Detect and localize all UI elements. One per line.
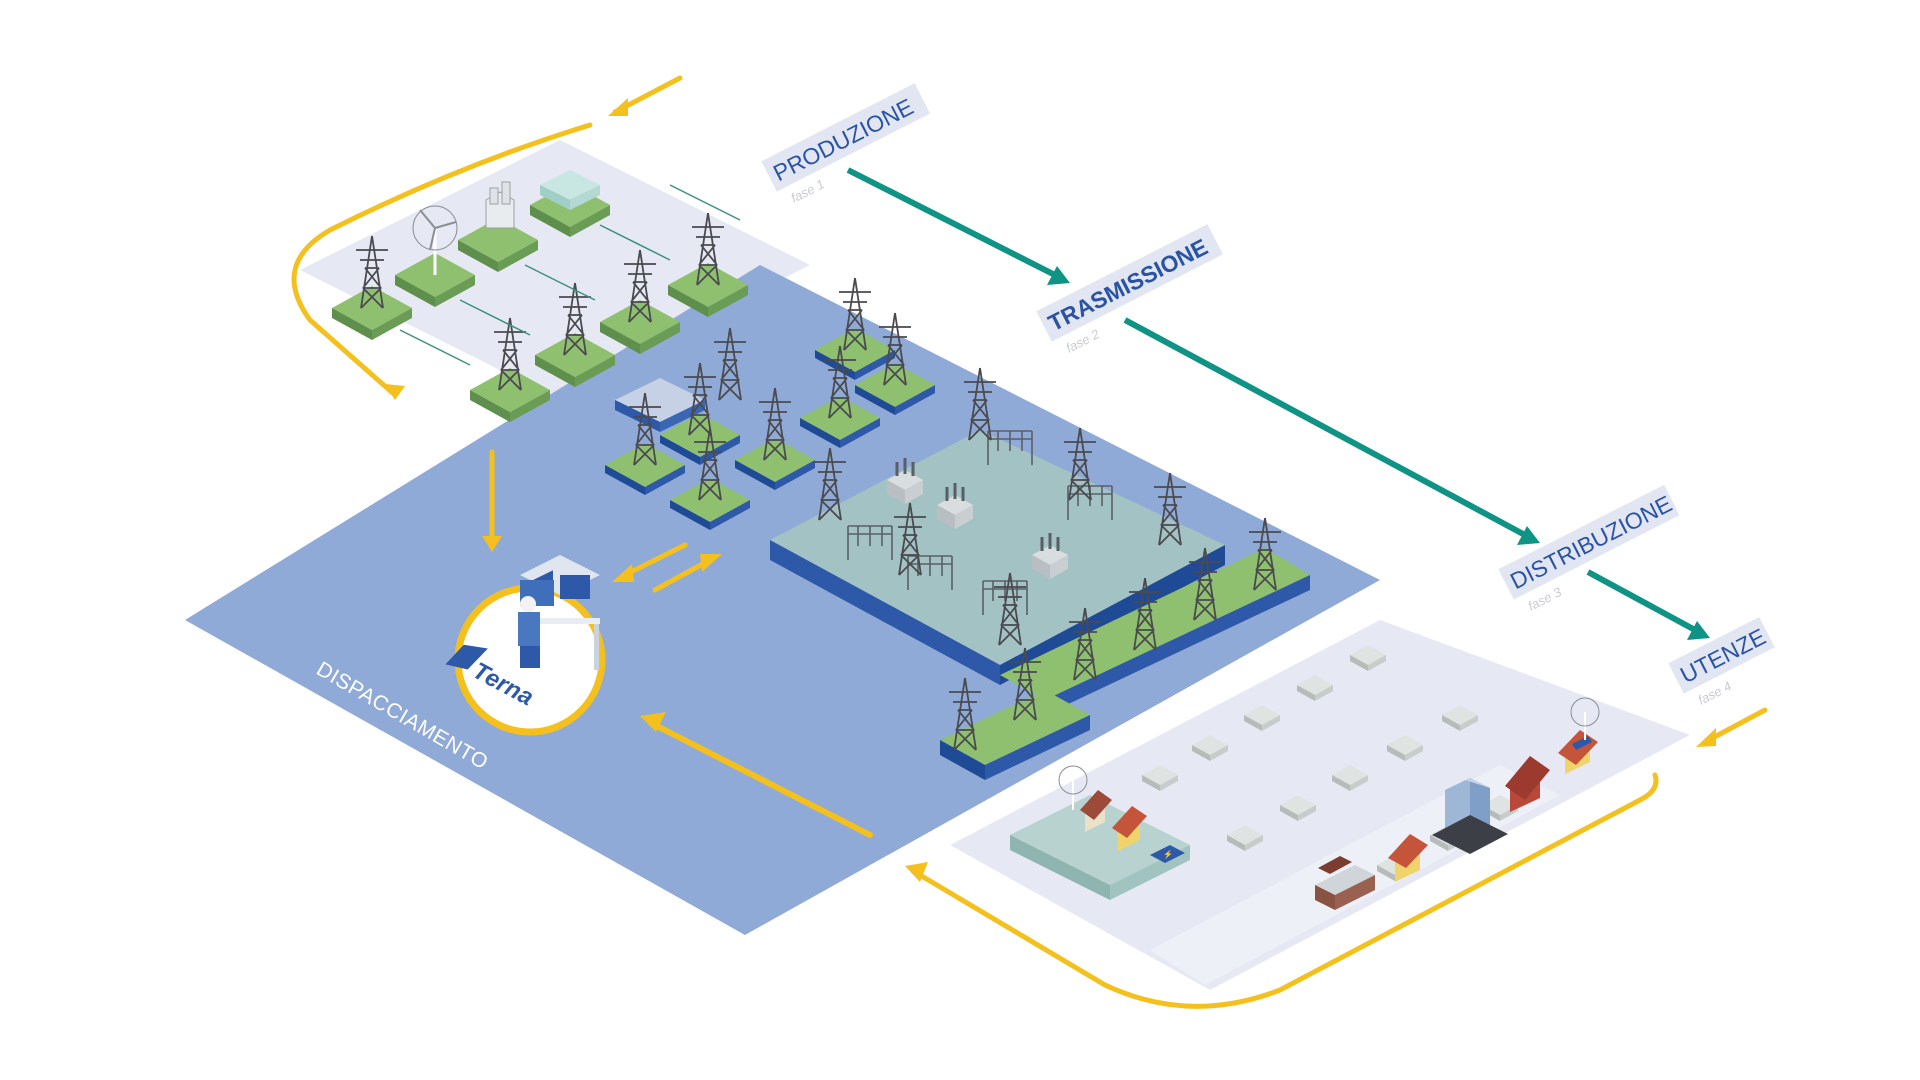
wind-turbine-icon <box>412 205 458 275</box>
process-arrows <box>846 167 1697 633</box>
phase-label-distribuzione: DISTRIBUZIONE fase 3 <box>1498 484 1680 614</box>
transmission-strip-south <box>940 690 1090 780</box>
transmission-tiles <box>605 277 935 530</box>
svg-text:⚡: ⚡ <box>1163 849 1173 859</box>
feedback-arrow <box>652 722 873 838</box>
production-panel <box>300 140 810 395</box>
production-loop <box>291 122 593 398</box>
phase-label-bg <box>1498 484 1680 600</box>
house-icon <box>1558 730 1598 774</box>
phase-label-bg <box>761 83 931 192</box>
wind-turbine-icon <box>1058 697 1600 810</box>
users-loop <box>917 772 1659 1009</box>
office-building-icon <box>1432 778 1508 854</box>
house-icon <box>1388 834 1428 882</box>
battery-storage-icon <box>615 378 705 432</box>
consumers: ⚡ <box>1010 697 1600 910</box>
dispatch-exchange-arrow-b <box>652 557 713 593</box>
distribution-panel <box>950 620 1690 990</box>
phase-label-trasmissione: TRASMISSIONE fase 2 <box>1036 224 1223 356</box>
house-icon <box>1112 806 1147 851</box>
production-flow-lines <box>399 184 741 366</box>
phase-label-bg <box>1668 616 1775 694</box>
phase-label-bg <box>1036 224 1223 342</box>
dispatch-exchange-arrow-a <box>622 542 688 578</box>
operator-desk-icon <box>518 555 600 670</box>
hydro-plant-icon <box>540 170 600 210</box>
arrow-heads <box>385 98 1716 882</box>
house-icon <box>1505 756 1550 812</box>
factory-icon <box>1315 856 1375 910</box>
house-icon <box>1080 790 1112 832</box>
process-arrow-heads <box>1047 266 1710 640</box>
dispatch-control-center: Terna <box>445 555 606 736</box>
power-plant-icon <box>485 181 515 229</box>
phase-label-produzione: PRODUZIONE fase 1 <box>761 83 931 206</box>
phase-label-utenze: UTENZE fase 4 <box>1668 616 1775 708</box>
phase-title: PRODUZIONE <box>769 93 917 186</box>
battery-icon: ⚡ <box>1150 845 1185 863</box>
production-tiles <box>332 170 748 422</box>
